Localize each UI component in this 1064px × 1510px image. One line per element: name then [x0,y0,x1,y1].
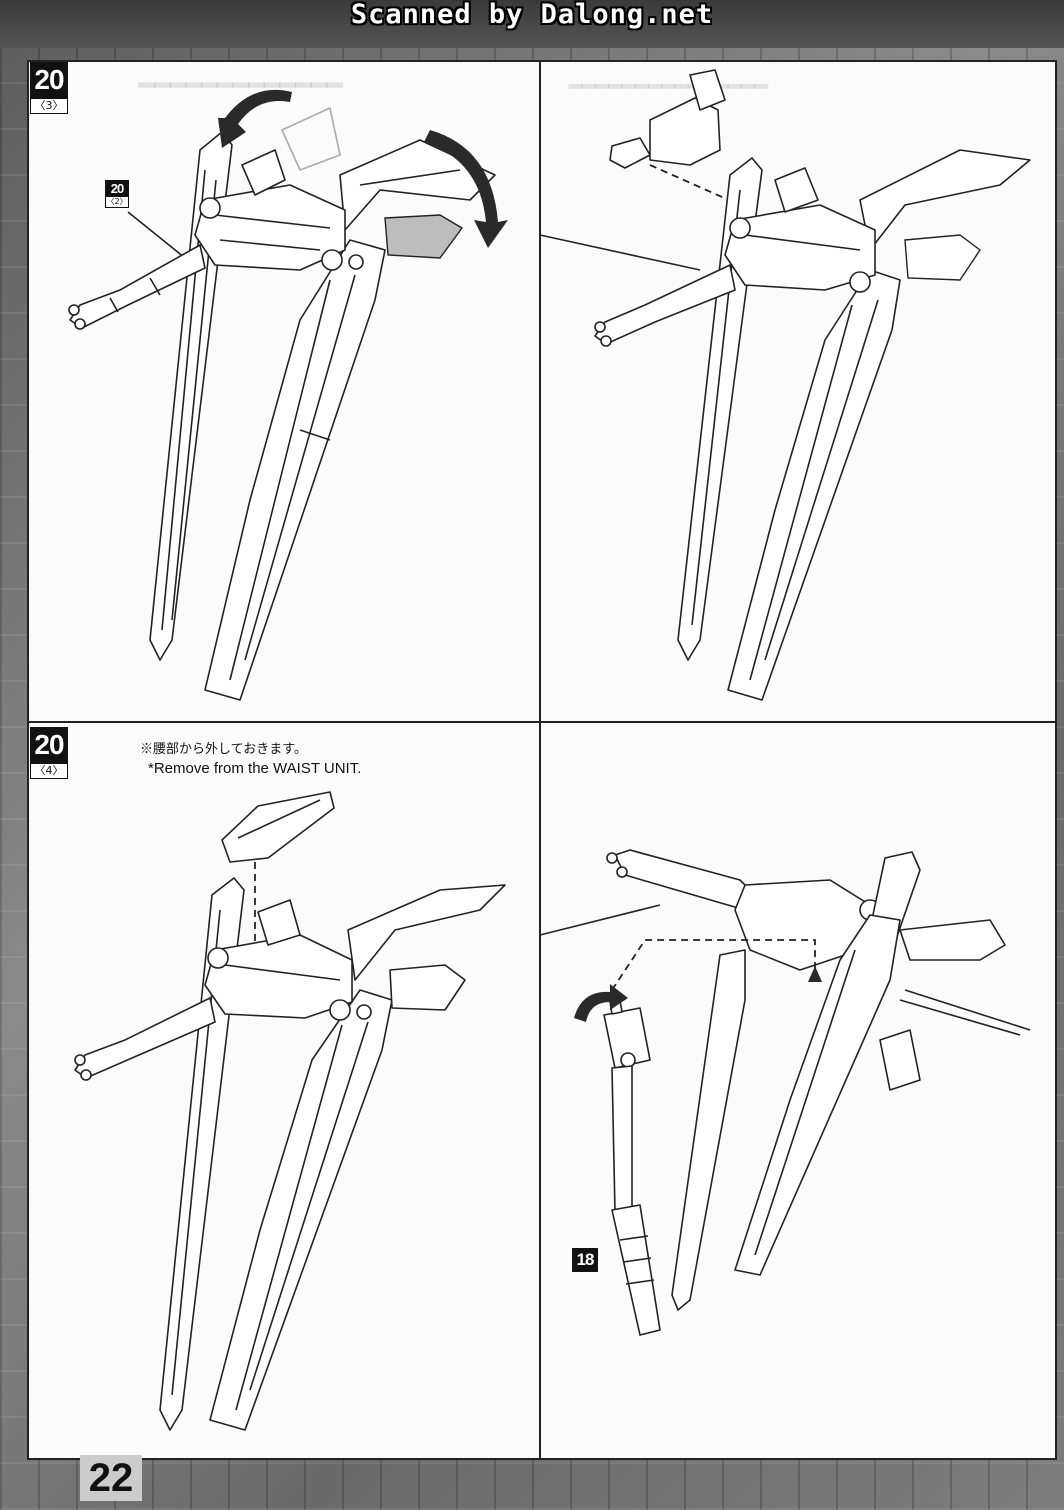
backpack-assembly-illustration [68,89,508,701]
page-number: 22 [80,1455,142,1501]
note-english: *Remove from the WAIST UNIT. [148,760,362,777]
waist-removal-illustration [74,791,506,1431]
panel-divider-vertical [539,723,541,1458]
header-bar [0,0,1064,48]
backpack-arm-illustration [539,69,1031,701]
reference-step-badge: 20 〈2〉 [105,180,129,208]
panel-divider-vertical [539,62,541,722]
sub-step-badge: 〈4〉 [30,763,68,779]
step-number-badge: 20 [30,62,68,98]
note-japanese: ※腰部から外しておきます。 [140,741,307,756]
panel-divider-horizontal [29,721,1055,723]
part-number-badge: 18 [572,1248,598,1272]
sub-step-badge: 〈3〉 [30,98,68,114]
part-18-attachment-illustration [539,849,1031,1336]
reference-sub-step: 〈2〉 [106,197,128,206]
step-number-badge: 20 [30,727,68,763]
reference-step-number: 20 [106,181,128,197]
scan-credit: Scanned by Dalong.net [350,0,714,30]
